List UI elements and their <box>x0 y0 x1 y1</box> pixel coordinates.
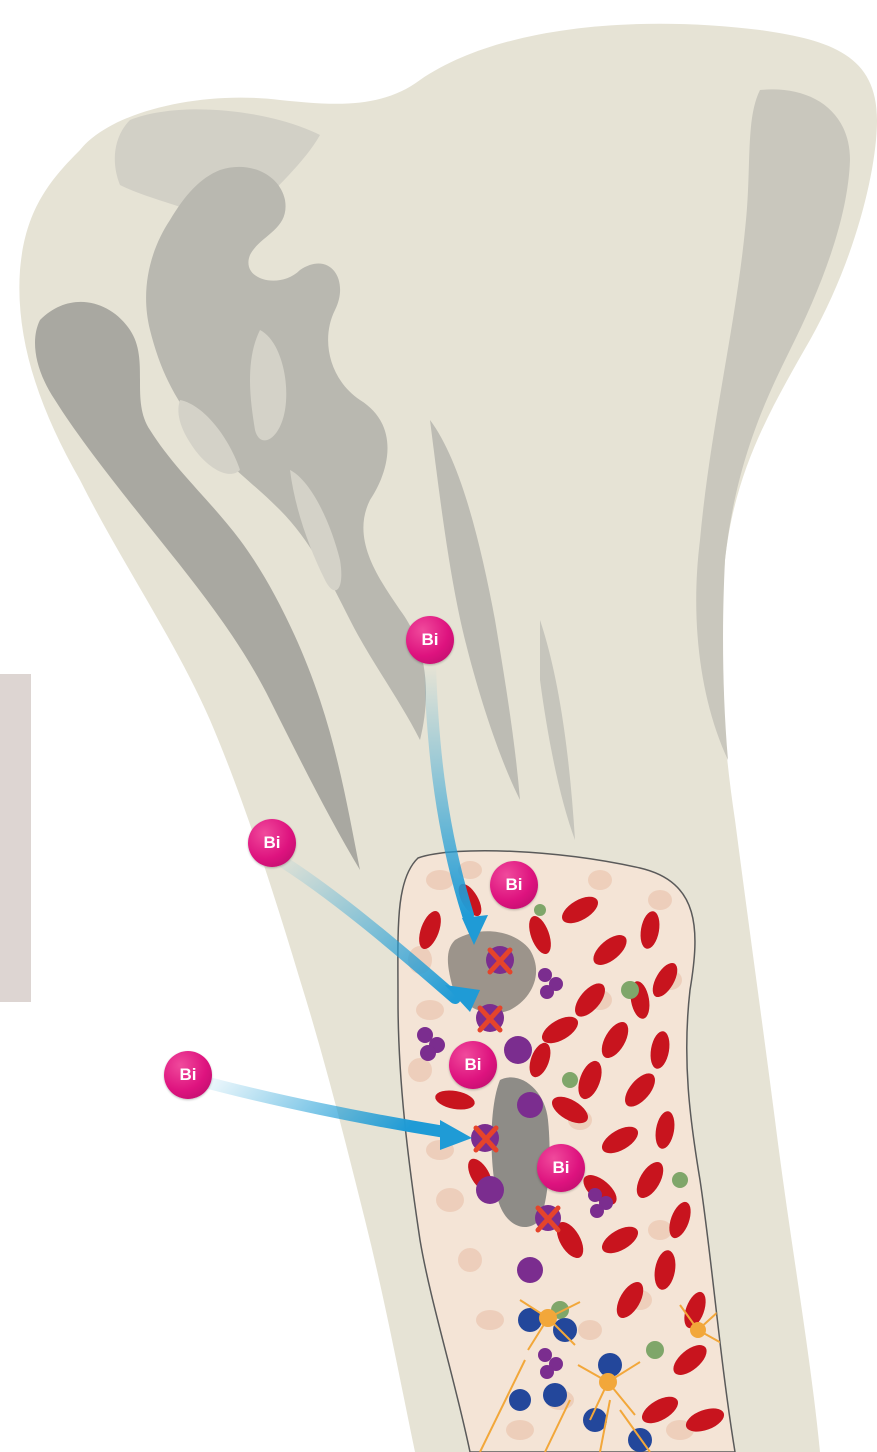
bi-badge-top: Bi <box>406 616 454 664</box>
bi-badge-lower-left: Bi <box>164 1051 212 1099</box>
bi-badge-marrow-top: Bi <box>490 861 538 909</box>
bi-badge-middle-left: Bi <box>248 819 296 867</box>
bi-badge-marrow-middle: Bi <box>449 1041 497 1089</box>
bi-badge-marrow-lower: Bi <box>537 1144 585 1192</box>
